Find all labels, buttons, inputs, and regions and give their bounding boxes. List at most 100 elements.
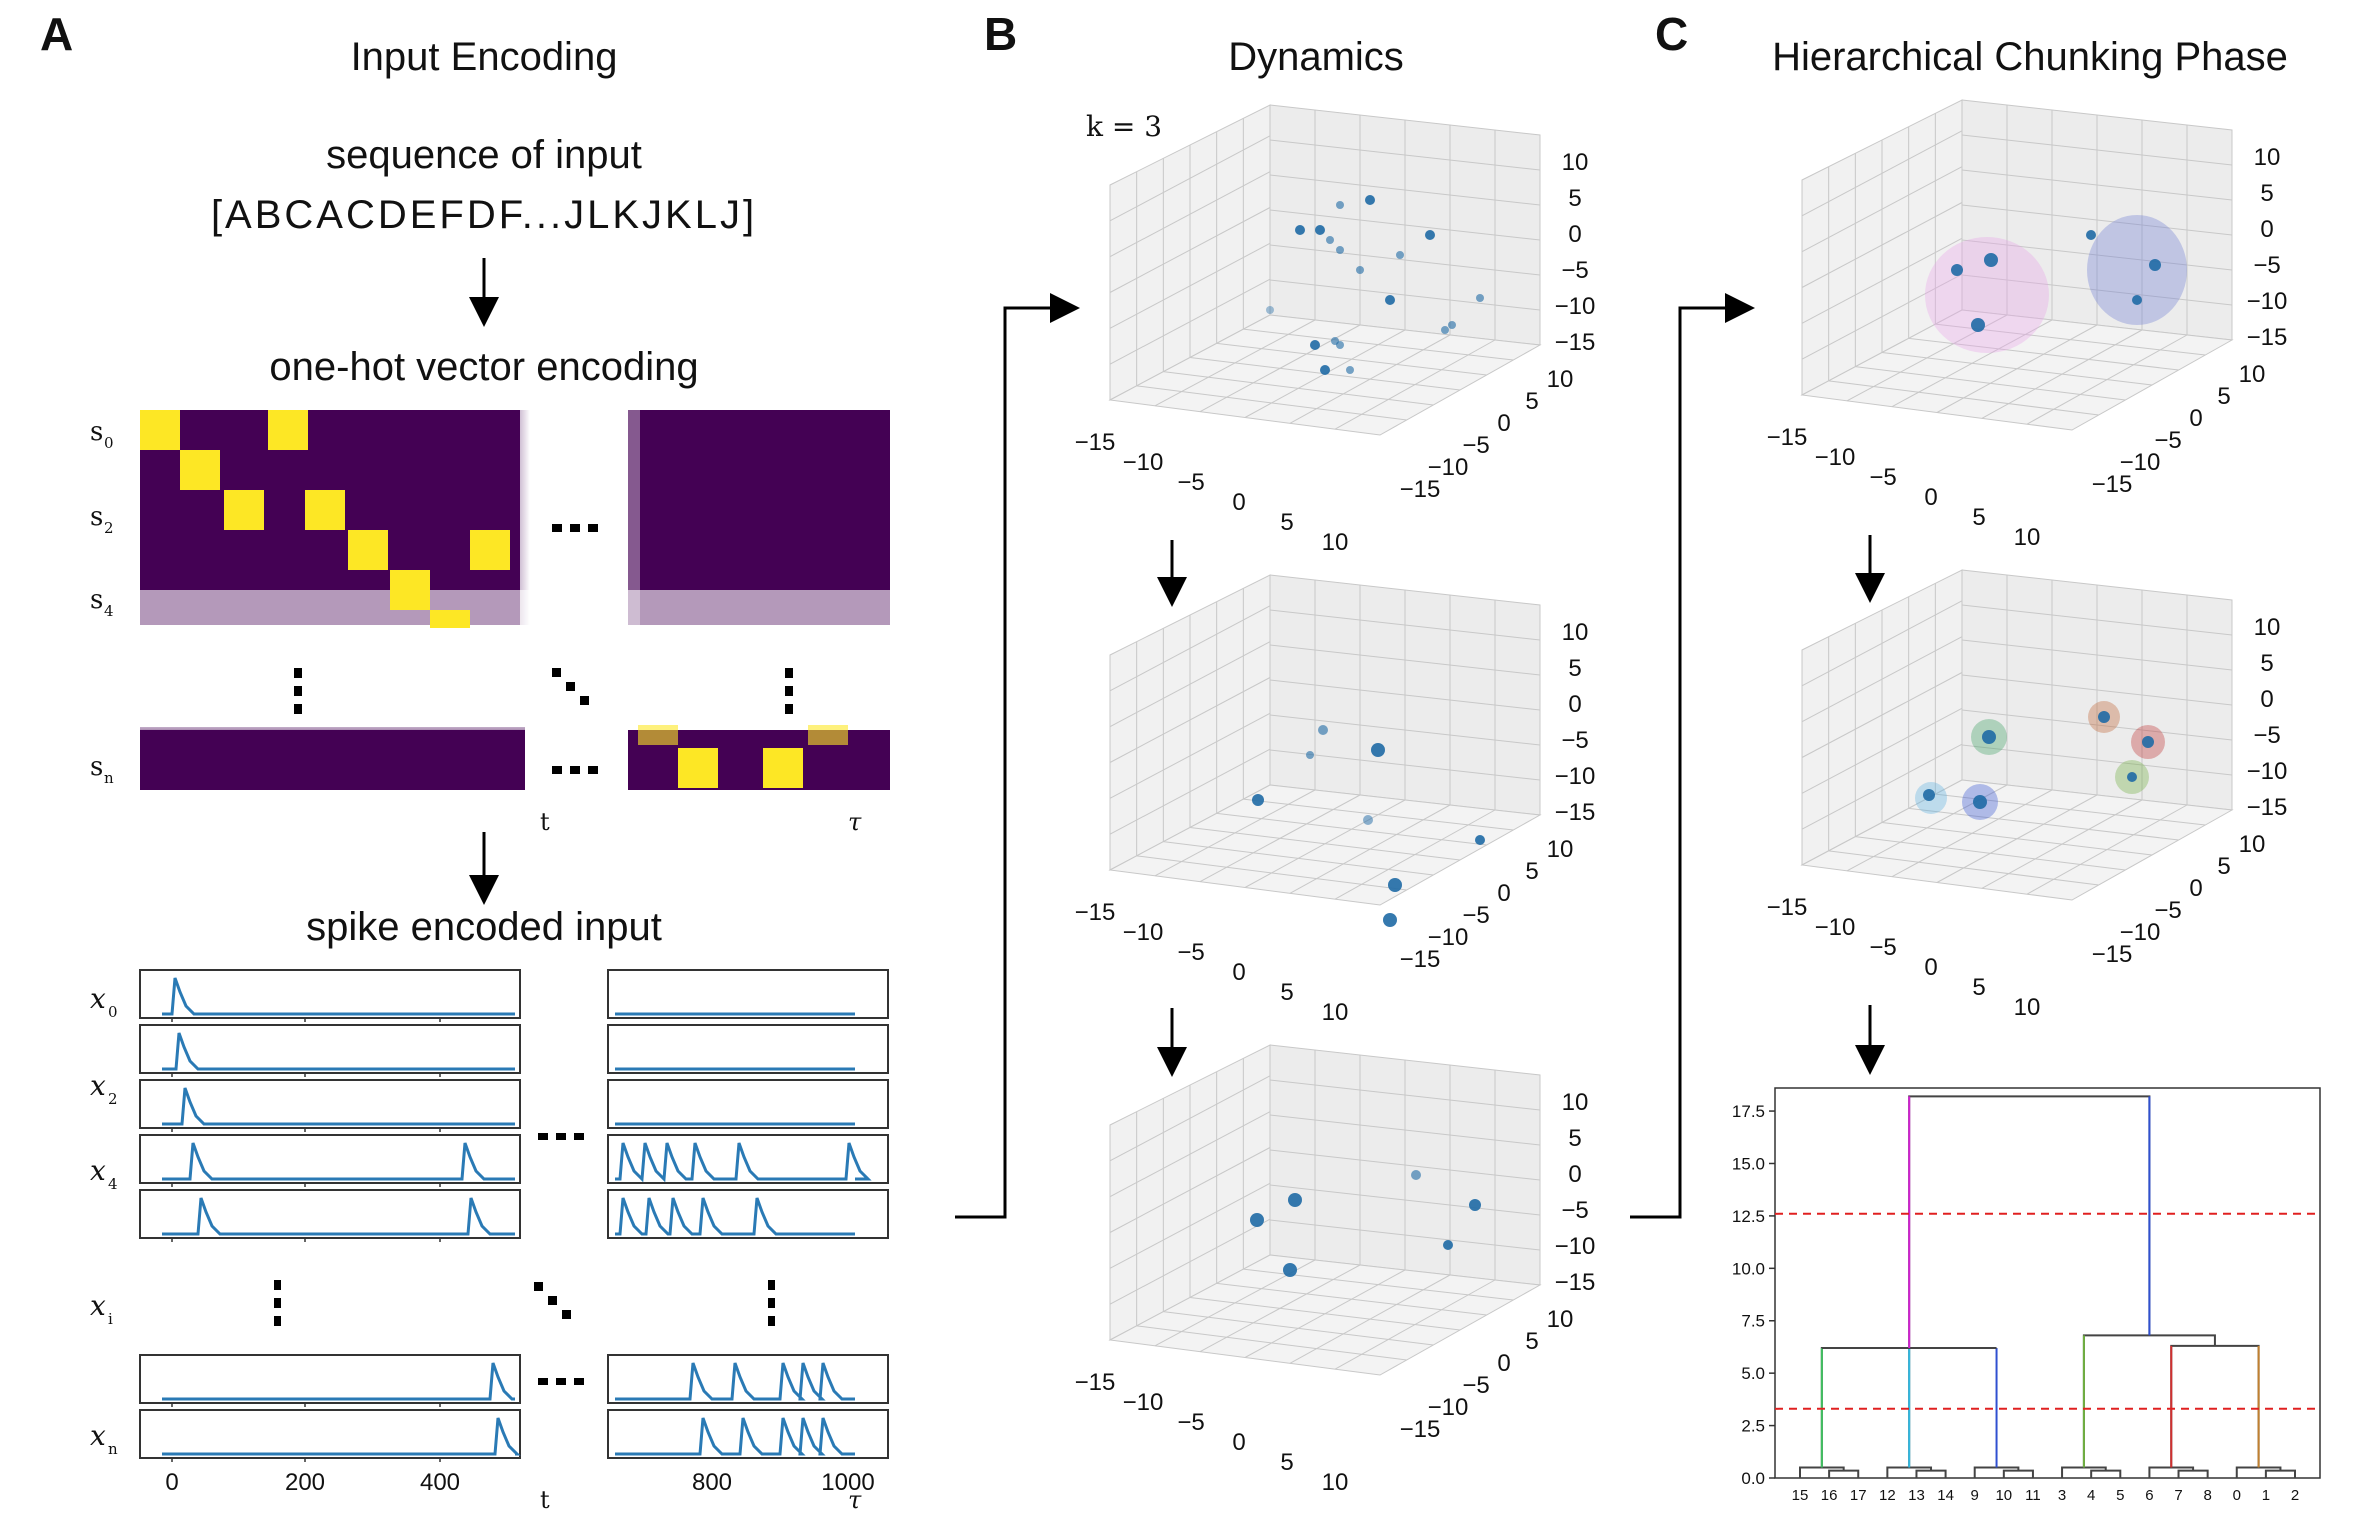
scatter-point [1315, 225, 1325, 235]
scatter-point [1356, 266, 1364, 274]
dendrogram-link [2264, 1469, 2296, 1478]
spike-label-xi: x [90, 1289, 106, 1322]
panel-b-letter: B [984, 8, 1017, 60]
row-label-s4-sub: 4 [104, 602, 114, 620]
dendrogram-link [1820, 1347, 1911, 1468]
dendrogram-ytick: 12.5 [1732, 1207, 1765, 1226]
dendrogram-ytick: 0.0 [1741, 1469, 1765, 1488]
scatter-point [1982, 730, 1996, 744]
panel-b: B Dynamics k = 3 −15−10−505101050−5−10−1… [984, 8, 1595, 1496]
y-tick-label: −15 [1400, 946, 1441, 973]
scatter-point [1288, 1193, 1302, 1207]
dendrogram-leaf-label: 7 [2174, 1487, 2182, 1504]
dendrogram-ytick: 5.0 [1741, 1364, 1765, 1383]
dendrogram-link [2170, 1344, 2260, 1468]
spike-label: spike encoded input [306, 905, 662, 949]
spike-axis-left [139, 969, 521, 1019]
y-tick-label: 10 [2239, 831, 2266, 858]
x-tick-label: 10 [2014, 524, 2041, 551]
scatter-point [1396, 251, 1404, 259]
scatter-point [2132, 295, 2142, 305]
scatter-point [1336, 246, 1344, 254]
y-tick-label: −15 [2092, 471, 2133, 498]
scatter-point [1425, 230, 1435, 240]
y-tick-label: 0 [1497, 1350, 1510, 1377]
dendrogram-leaf-label: 1 [2262, 1487, 2270, 1504]
x-tick-label: −15 [1075, 1369, 1116, 1396]
spike-trace [615, 1197, 855, 1236]
y-tick-label: −10 [1428, 1394, 1469, 1421]
scatter-point [1283, 1263, 1297, 1277]
z-tick-label: −15 [1555, 799, 1596, 826]
spike-trace [162, 1362, 515, 1401]
x-tick-label: 5 [1280, 979, 1293, 1006]
dendrogram-leaf-label: 6 [2145, 1487, 2153, 1504]
scatter-point [1346, 366, 1354, 374]
y-tick-label: −5 [1462, 432, 1489, 459]
scatter-point [1971, 318, 1985, 332]
z-tick-label: 10 [2254, 144, 2281, 171]
z-tick-label: 0 [2260, 216, 2273, 243]
spike-axis-right [607, 1409, 889, 1459]
spike-xtick-800: 800 [692, 1469, 732, 1496]
dendrogram-link [2177, 1469, 2209, 1478]
scatter-point [1448, 321, 1456, 329]
dendrogram-ytick: 2.5 [1741, 1417, 1765, 1436]
k-label: k = 3 [1086, 110, 1162, 143]
z-tick-label: 5 [1568, 655, 1581, 682]
scatter-point [1385, 295, 1395, 305]
scatter-point [1411, 1170, 1421, 1180]
x-tick-label: −15 [1767, 424, 1808, 451]
dendrogram-leaf-label: 16 [1821, 1487, 1838, 1504]
dendrogram-link [1973, 1466, 2020, 1478]
x-tick-label: 5 [1972, 504, 1985, 531]
scatter-point [2149, 259, 2161, 271]
y-tick-label: −15 [2092, 941, 2133, 968]
scatter-point [1266, 306, 1274, 314]
z-tick-label: −15 [2247, 324, 2288, 351]
scatter-point [1363, 815, 1373, 825]
panel-b-title: Dynamics [1228, 35, 1404, 79]
z-tick-label: 5 [2260, 180, 2273, 207]
dendrogram-leaf-label: 3 [2058, 1487, 2066, 1504]
row-label-s0: s [90, 417, 103, 447]
scatter-point [1973, 795, 1987, 809]
dendrogram-leaf-label: 2 [2291, 1487, 2299, 1504]
spike-xtick-1000: 1000 [821, 1469, 874, 1496]
sequence-label: sequence of input [326, 133, 642, 177]
spike-trace [162, 1417, 521, 1456]
spike-trace [162, 1087, 515, 1126]
onehot-cell [430, 610, 470, 628]
dendrogram-leaf-label: 12 [1879, 1487, 1896, 1504]
onehot-cell [140, 410, 180, 450]
z-tick-label: 0 [1568, 691, 1581, 718]
z-tick-label: 0 [2260, 686, 2273, 713]
spike-xtick-0: 0 [165, 1469, 178, 1496]
y-tick-label: 5 [1525, 858, 1538, 885]
onehot-cell [224, 490, 264, 530]
spike-ellipsis [274, 1133, 775, 1385]
onehot-ellipsis [294, 524, 793, 774]
x-tick-label: 0 [1232, 489, 1245, 516]
y-tick-label: −5 [2154, 427, 2181, 454]
scatter-point [1984, 253, 1998, 267]
x-tick-label: −10 [1123, 449, 1164, 476]
scatter-point [1336, 201, 1344, 209]
z-tick-label: −10 [2247, 288, 2288, 315]
onehot-cell [268, 410, 308, 450]
x-tick-label: −10 [1815, 914, 1856, 941]
x-tick-label: 5 [1280, 509, 1293, 536]
dendrogram-leaf-label: 14 [1937, 1487, 1954, 1504]
x-tick-label: −10 [1123, 1389, 1164, 1416]
spike-xticks: 0 200 400 800 1000 [165, 1469, 874, 1496]
spike-label-x2-sub: 2 [108, 1090, 118, 1108]
spike-trace [162, 977, 515, 1016]
z-tick-label: −5 [1561, 727, 1588, 754]
spike-trace [162, 1142, 515, 1181]
y-tick-label: 0 [1497, 410, 1510, 437]
row-label-s2-sub: 2 [104, 519, 114, 537]
scatter-point [2086, 230, 2096, 240]
spike-axis-right [607, 1189, 889, 1239]
